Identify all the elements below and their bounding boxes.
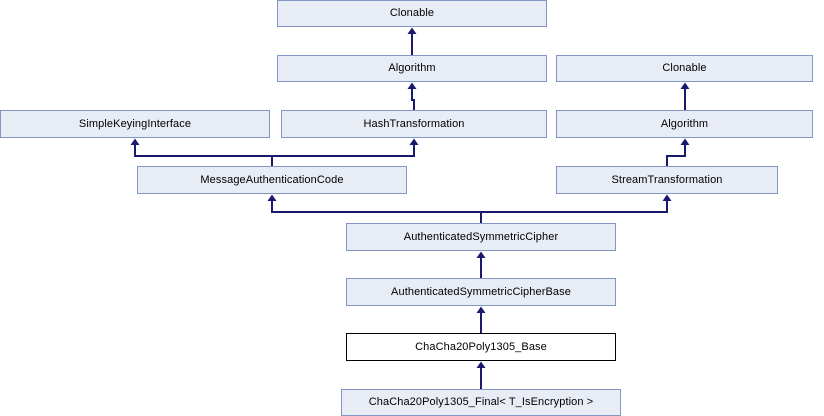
- class-node-clonable-right[interactable]: Clonable: [556, 55, 813, 82]
- class-node-simple-keying-interface[interactable]: SimpleKeyingInterface: [0, 110, 270, 138]
- class-node-stream-transformation[interactable]: StreamTransformation: [556, 166, 778, 194]
- inheritance-arrowhead-chacha-base-to-ascbase: [476, 306, 486, 313]
- inheritance-arrowhead-algorithm-right-to-clonable-right: [680, 82, 690, 89]
- class-node-algorithm-left[interactable]: Algorithm: [277, 55, 547, 82]
- class-node-message-authentication-code[interactable]: MessageAuthenticationCode: [137, 166, 407, 194]
- inheritance-edge-mac-to-simple-keying-interface: [134, 144, 273, 166]
- class-node-chacha20poly1305-final[interactable]: ChaCha20Poly1305_Final< T_IsEncryption >: [341, 389, 621, 416]
- inheritance-arrowhead-ascbase-to-asc: [476, 251, 486, 258]
- class-node-label: StreamTransformation: [611, 173, 723, 186]
- class-node-label: ChaCha20Poly1305_Base: [415, 340, 547, 353]
- class-node-clonable-top[interactable]: Clonable: [277, 0, 547, 27]
- class-node-label: ChaCha20Poly1305_Final< T_IsEncryption >: [368, 396, 594, 408]
- class-node-authenticated-symmetric-cipher-base[interactable]: AuthenticatedSymmetricCipherBase: [346, 278, 616, 306]
- class-node-label: Algorithm: [388, 62, 436, 74]
- class-node-label: AuthenticatedSymmetricCipherBase: [391, 285, 571, 298]
- inheritance-arrowhead-stream-transformation-to-algorithm-right: [680, 138, 690, 145]
- class-node-label: SimpleKeyingInterface: [78, 117, 192, 130]
- class-node-authenticated-symmetric-cipher[interactable]: AuthenticatedSymmetricCipher: [346, 223, 616, 251]
- class-node-label: AuthenticatedSymmetricCipher: [403, 230, 559, 243]
- inheritance-arrowhead-asc-to-mac: [267, 194, 277, 201]
- class-node-label: HashTransformation: [363, 117, 465, 130]
- inheritance-edge-hash-transformation-to-algorithm-left: [411, 88, 415, 110]
- inheritance-arrowhead-mac-to-simple-keying-interface: [130, 138, 140, 145]
- inheritance-arrowhead-chacha-final-to-chacha-base: [476, 361, 486, 368]
- inheritance-edge-asc-to-stream-transformation: [480, 200, 668, 223]
- inheritance-arrowhead-asc-to-stream-transformation: [662, 194, 672, 201]
- class-node-label: MessageAuthenticationCode: [200, 173, 344, 186]
- inheritance-edge-asc-to-mac: [271, 200, 482, 223]
- inheritance-arrowhead-mac-to-hash-transformation: [409, 138, 419, 145]
- class-node-label: Clonable: [389, 7, 435, 19]
- class-node-hash-transformation[interactable]: HashTransformation: [281, 110, 547, 138]
- inheritance-edge-stream-transformation-to-algorithm-right: [666, 144, 686, 166]
- inheritance-arrowhead-algorithm-left-to-clonable-top: [407, 27, 417, 34]
- inheritance-edge-mac-to-hash-transformation: [271, 144, 415, 166]
- class-node-chacha20poly1305-base[interactable]: ChaCha20Poly1305_Base: [346, 333, 616, 361]
- class-node-algorithm-right[interactable]: Algorithm: [556, 110, 813, 138]
- class-node-label: Algorithm: [660, 117, 709, 130]
- inheritance-arrowhead-hash-transformation-to-algorithm-left: [407, 82, 417, 89]
- class-node-label: Clonable: [662, 62, 707, 74]
